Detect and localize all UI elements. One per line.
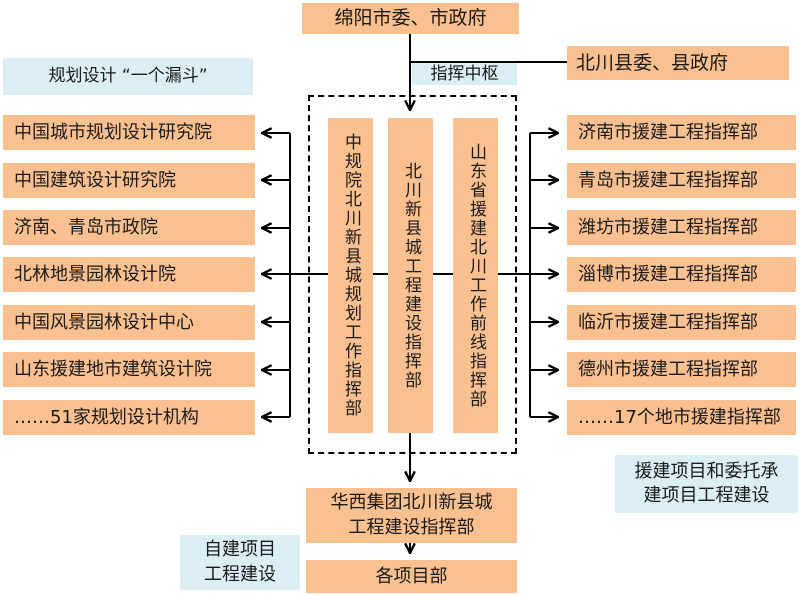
node-label: 德州市援建工程指挥部 [578, 358, 758, 380]
node-left-org-2: 中国建筑设计研究院 [3, 163, 255, 198]
node-left-org-7: ……51家规划设计机构 [3, 400, 255, 435]
node-label: 北林地景园林设计院 [14, 263, 176, 285]
node-label-line2: 建项目工程建设 [643, 485, 770, 506]
node-label: 济南、青岛市政院 [14, 216, 158, 238]
node-right-hq-5: 临沂市援建工程指挥部 [567, 305, 796, 340]
label-command-hub: 指挥中枢 [412, 63, 517, 85]
node-label: 中国风景园林设计中心 [14, 311, 194, 333]
node-label: 中规院北川新县城规划工作指挥部 [341, 133, 361, 418]
node-label: 中国城市规划设计研究院 [14, 121, 212, 143]
node-left-org-4: 北林地景园林设计院 [3, 257, 255, 292]
node-label: 指挥中枢 [430, 63, 499, 84]
node-label: 山东援建地市建筑设计院 [14, 358, 212, 380]
node-label: 淄博市援建工程指挥部 [578, 263, 758, 285]
node-label: 山东省援建北川工作前线指挥部 [466, 142, 486, 409]
node-huaxi-group: 华西集团北川新县城 工程建设指挥部 [306, 488, 517, 543]
node-right-hq-6: 德州市援建工程指挥部 [567, 352, 796, 387]
node-center-column-3: 山东省援建北川工作前线指挥部 [453, 118, 498, 433]
node-left-org-6: 山东援建地市建筑设计院 [3, 352, 255, 387]
node-label-line2: 工程建设 [204, 563, 276, 585]
node-label: 济南市援建工程指挥部 [578, 121, 758, 143]
label-planning-funnel: 规划设计 “一个漏斗” [3, 58, 253, 95]
node-right-hq-2: 青岛市援建工程指挥部 [567, 163, 796, 198]
node-label-line2: 工程建设指挥部 [348, 516, 475, 538]
node-label: 临沂市援建工程指挥部 [578, 311, 758, 333]
node-left-org-3: 济南、青岛市政院 [3, 210, 255, 245]
node-label: 规划设计 “一个漏斗” [48, 66, 208, 87]
node-label: ……51家规划设计机构 [14, 406, 199, 428]
node-label: 各项目部 [375, 565, 448, 587]
node-right-hq-4: 淄博市援建工程指挥部 [567, 257, 796, 292]
node-center-column-2: 北川新县城工程建设指挥部 [388, 118, 433, 433]
node-right-hq-3: 潍坊市援建工程指挥部 [567, 210, 796, 245]
node-right-hq-1: 济南市援建工程指挥部 [567, 115, 796, 150]
label-self-built-projects: 自建项目 工程建设 [180, 535, 300, 590]
node-mianyang-government: 绵阳市委、市政府 [302, 3, 519, 34]
node-label: 中国建筑设计研究院 [14, 169, 176, 191]
node-label-line1: 华西集团北川新县城 [330, 492, 493, 514]
node-label-line1: 自建项目 [204, 539, 276, 561]
node-label: 绵阳市委、市政府 [334, 7, 487, 30]
node-right-hq-7: ……17个地市援建指挥部 [567, 400, 796, 435]
node-left-org-1: 中国城市规划设计研究院 [3, 115, 255, 150]
node-label: ……17个地市援建指挥部 [578, 406, 781, 428]
node-label: 北川新县城工程建设指挥部 [401, 161, 421, 390]
node-label: 青岛市援建工程指挥部 [578, 169, 758, 191]
node-label-line1: 援建项目和委托承 [634, 460, 779, 482]
label-aid-built-projects: 援建项目和委托承 建项目工程建设 [615, 455, 798, 513]
node-beichuan-government: 北川县委、县政府 [567, 46, 789, 80]
node-center-column-1: 中规院北川新县城规划工作指挥部 [328, 118, 373, 433]
node-project-departments: 各项目部 [306, 560, 517, 593]
node-left-org-5: 中国风景园林设计中心 [3, 305, 255, 340]
node-label: 北川县委、县政府 [576, 51, 729, 74]
node-label: 潍坊市援建工程指挥部 [578, 216, 758, 238]
